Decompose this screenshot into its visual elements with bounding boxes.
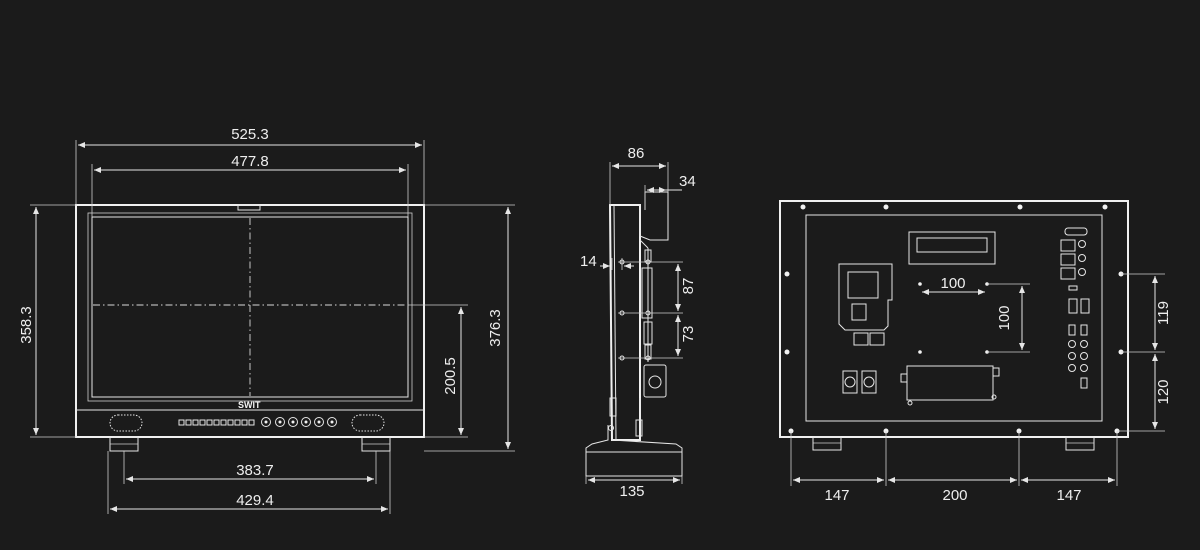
dim-rear-box-depth: 34 <box>679 173 696 190</box>
rear-handle <box>908 231 996 265</box>
left-speaker-grille <box>109 414 143 432</box>
dim-center-height: 200.5 <box>442 357 459 395</box>
dim-right-lower: 120 <box>1155 379 1172 404</box>
dim-height-with-feet: 376.3 <box>487 309 504 347</box>
rear-left-foot <box>812 436 842 451</box>
dim-bottom-center: 200 <box>942 487 967 504</box>
brand-logo: SWIT <box>238 400 261 410</box>
right-speaker-grille <box>351 414 385 432</box>
dim-offset: 14 <box>580 253 597 270</box>
rear-power-connector-2 <box>861 370 877 394</box>
rear-power-connector-1 <box>842 370 858 394</box>
rear-view: 100 100 119 120 147 200 147 <box>779 200 1172 504</box>
dim-bottom-left: 147 <box>824 487 849 504</box>
dim-vesa-vertical: 100 <box>996 305 1013 330</box>
side-battery-mount <box>643 364 667 398</box>
rear-mounting-holes <box>784 204 1124 434</box>
rear-right-foot <box>1065 436 1095 451</box>
dim-screen-width: 477.8 <box>231 153 269 170</box>
front-small-buttons <box>178 419 255 426</box>
rear-housing <box>779 200 1129 438</box>
rear-io-ports <box>1060 227 1090 389</box>
dim-bottom-right: 147 <box>1056 487 1081 504</box>
dim-right-upper: 119 <box>1155 301 1172 325</box>
dim-feet-outer-span: 429.4 <box>236 492 274 509</box>
dim-stand-depth: 135 <box>619 483 644 500</box>
dim-feet-inner-span: 383.7 <box>236 462 274 479</box>
front-view: SWIT <box>18 126 515 514</box>
front-screen <box>91 216 409 398</box>
rear-battery-plate <box>838 263 893 331</box>
front-knobs <box>261 417 337 427</box>
dim-depth: 86 <box>628 145 645 162</box>
dim-vesa-horizontal: 100 <box>940 275 965 292</box>
side-body <box>608 204 641 441</box>
side-view: 86 34 14 87 73 135 <box>580 145 697 500</box>
dim-lower-spacing: 73 <box>680 326 697 343</box>
rear-power-box <box>906 365 994 401</box>
dim-height: 358.3 <box>18 306 35 344</box>
dim-overall-width: 525.3 <box>231 126 269 143</box>
side-stand <box>585 425 683 477</box>
dim-upper-spacing: 87 <box>680 278 697 295</box>
